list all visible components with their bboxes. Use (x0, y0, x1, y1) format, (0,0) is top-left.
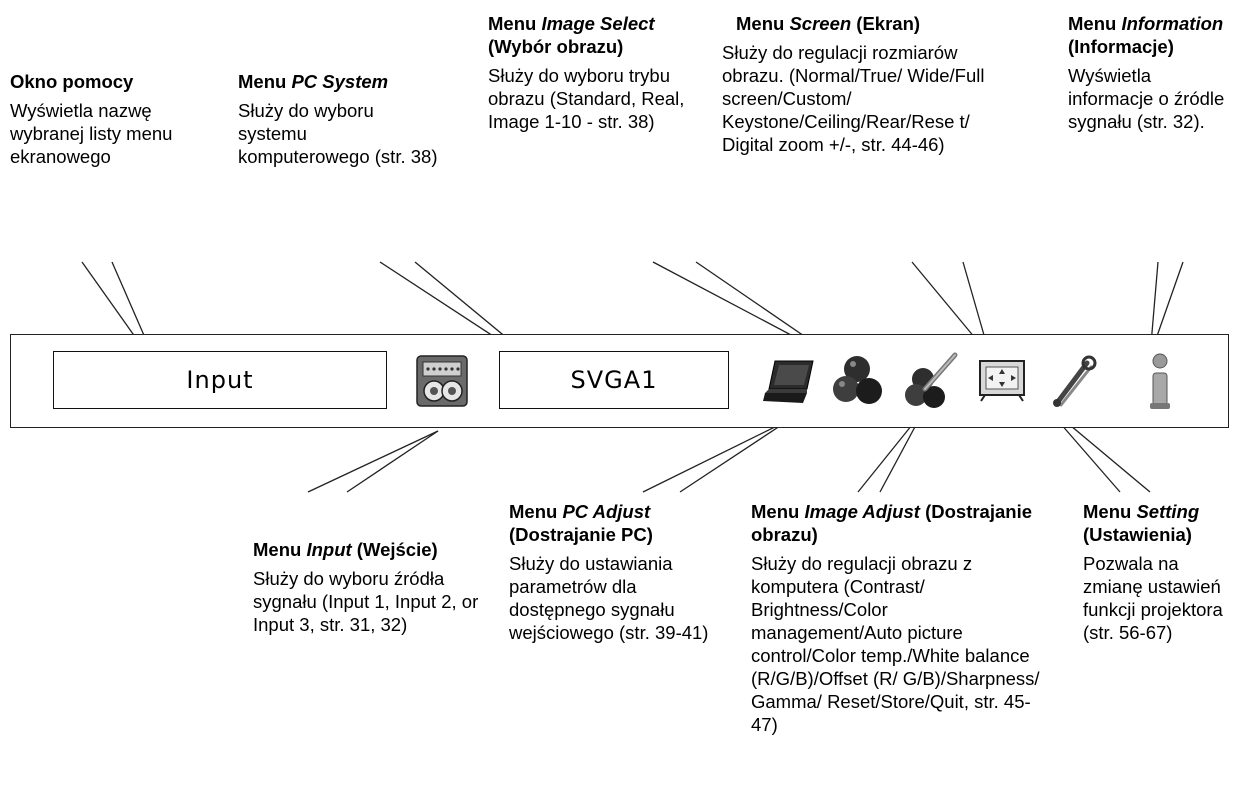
leader-pc-adjust (679, 419, 790, 493)
setting-icon[interactable] (1047, 353, 1097, 411)
input-icon[interactable] (415, 354, 469, 408)
callout-desc: Wyświetla nazwę wybranej listy menu ekra… (10, 100, 173, 167)
callout-image-adjust: Menu Image Adjust (Dostrajanie obrazu) S… (751, 500, 1041, 736)
callout-title: Menu PC Adjust (Dostrajanie PC) (509, 501, 653, 545)
callout-image-select: Menu Image Select (Wybór obrazu) Służy d… (488, 12, 688, 133)
image-adjust-icon[interactable] (903, 349, 961, 411)
callout-desc: Służy do wyboru źródła sygnału (Input 1,… (253, 568, 479, 635)
callout-title: Menu Input (Wejście) (253, 539, 438, 560)
callout-title: Menu Image Select (Wybór obrazu) (488, 13, 655, 57)
callout-desc: Służy do wyboru systemu komputerowego (s… (238, 100, 438, 167)
callout-screen: Menu Screen (Ekran) Służy do regulacji r… (722, 12, 1012, 156)
callout-desc: Służy do ustawiania parametrów dla dostę… (509, 553, 709, 643)
leader-input (307, 430, 439, 493)
callout-setting: Menu Setting (Ustawienia) Pozwala na zmi… (1083, 500, 1233, 644)
callout-desc: Służy do regulacji rozmiarów obrazu. (No… (722, 42, 985, 155)
callout-title: Menu Screen (Ekran) (736, 13, 921, 34)
callout-desc: Służy do regulacji obrazu z komputera (C… (751, 553, 1040, 735)
callout-input: Menu Input (Wejście) Służy do wyboru źró… (253, 538, 483, 636)
help-window: Input (53, 351, 387, 409)
callout-title: Menu Image Adjust (Dostrajanie obrazu) (751, 501, 1032, 545)
callout-desc: Pozwala na zmianę ustawień funkcji proje… (1083, 553, 1223, 643)
callout-title: Menu Information (Informacje) (1068, 13, 1224, 57)
leader-pc-adjust (642, 419, 790, 493)
callout-help: Okno pomocy Wyświetla nazwę wybranej lis… (10, 70, 210, 168)
pc-system-window: SVGA1 (499, 351, 729, 409)
leader-input (346, 430, 439, 493)
callout-title: Menu Setting (Ustawienia) (1083, 501, 1200, 545)
callout-title: Menu PC System (238, 71, 389, 92)
information-icon[interactable] (1145, 351, 1175, 413)
pc-adjust-icon[interactable] (763, 355, 819, 407)
menu-bar: Input SVGA1 (10, 334, 1229, 428)
image-select-icon[interactable] (829, 351, 885, 409)
callout-information: Menu Information (Informacje) Wyświetla … (1068, 12, 1233, 133)
callout-pc-system: Menu PC System Służy do wyboru systemu k… (238, 70, 438, 168)
callout-desc: Wyświetla informacje o źródle sygnału (s… (1068, 65, 1225, 132)
callout-desc: Służy do wyboru trybu obrazu (Standard, … (488, 65, 685, 132)
callout-pc-adjust: Menu PC Adjust (Dostrajanie PC) Służy do… (509, 500, 714, 644)
screen-icon[interactable] (977, 357, 1027, 403)
callout-title: Okno pomocy (10, 71, 134, 92)
